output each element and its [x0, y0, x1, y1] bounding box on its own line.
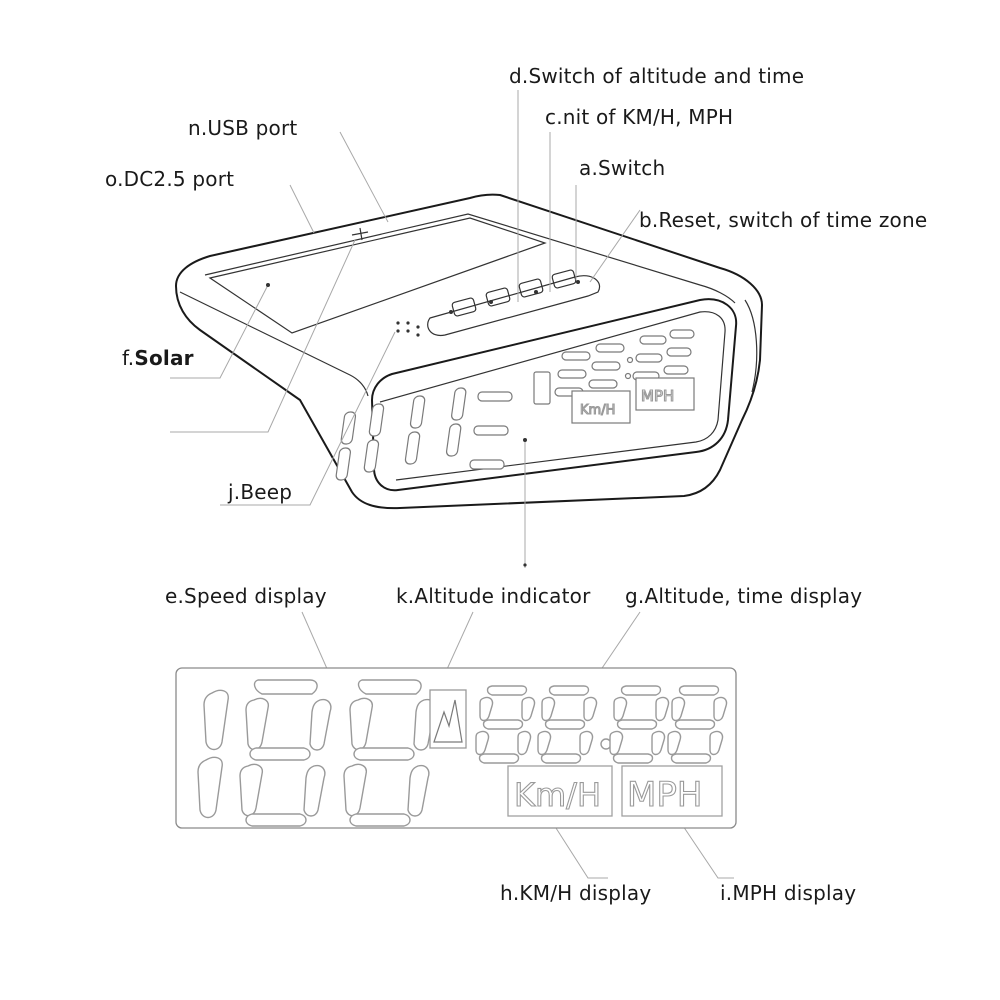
time-digit-1	[475, 685, 536, 764]
label-o-dc-port: o.DC2.5 port	[105, 167, 235, 191]
device-speed-digits	[335, 387, 513, 481]
label-e-speed-display: e.Speed display	[165, 584, 327, 608]
device-kmh-box	[571, 390, 631, 424]
label-f-bold: Solar	[134, 346, 194, 370]
solar-panel	[208, 217, 547, 334]
label-b-reset: b.Reset, switch of time zone	[639, 208, 928, 232]
device-altitude-indicator	[533, 371, 551, 405]
label-f-solar: f.Solar	[122, 346, 194, 370]
label-n-usb-port: n.USB port	[188, 116, 298, 140]
label-a-switch: a.Switch	[579, 156, 666, 180]
enlarged-display: Km/H MPH	[175, 667, 737, 829]
speed-digit-2	[239, 679, 332, 827]
label-g-altitude-time-display: g.Altitude, time display	[625, 584, 863, 608]
beep-holes	[396, 321, 420, 337]
label-c-unit-kmh-mph: c.nit of KM/H, MPH	[545, 105, 734, 129]
label-h-kmh-display: h.KM/H display	[500, 881, 652, 905]
device-mph-box	[635, 377, 695, 411]
label-f-prefix: f.	[122, 346, 135, 370]
switch-button-2	[485, 287, 511, 307]
switch-button-3	[518, 278, 544, 298]
mph-box	[621, 765, 723, 817]
altitude-indicator	[429, 689, 467, 749]
time-digit-4	[667, 685, 728, 764]
switch-button-4	[551, 269, 577, 289]
label-i-mph-display: i.MPH display	[720, 881, 857, 905]
device-kmh-text: Km/H	[580, 403, 615, 418]
time-digit-2	[537, 685, 598, 764]
usb-port	[351, 227, 369, 241]
kmh-box	[507, 765, 613, 817]
label-j-beep: j.Beep	[228, 480, 293, 504]
speed-digit-1	[197, 689, 229, 819]
device-body	[175, 193, 763, 510]
device-display-bezel	[371, 298, 738, 492]
device-time-digits	[554, 329, 695, 397]
device-illustration: Km/H MPH	[175, 193, 763, 510]
button-strip	[427, 275, 601, 337]
label-d-switch-altitude-time: d.Switch of altitude and time	[509, 64, 805, 88]
time-digit-3	[609, 685, 670, 764]
speed-digit-3	[343, 679, 436, 827]
device-mph-text: MPH	[641, 387, 674, 405]
label-k-altitude-indicator: k.Altitude indicator	[396, 584, 591, 608]
mph-text: MPH	[627, 775, 702, 815]
kmh-text: Km/H	[514, 776, 601, 814]
switch-button-1	[451, 297, 477, 317]
